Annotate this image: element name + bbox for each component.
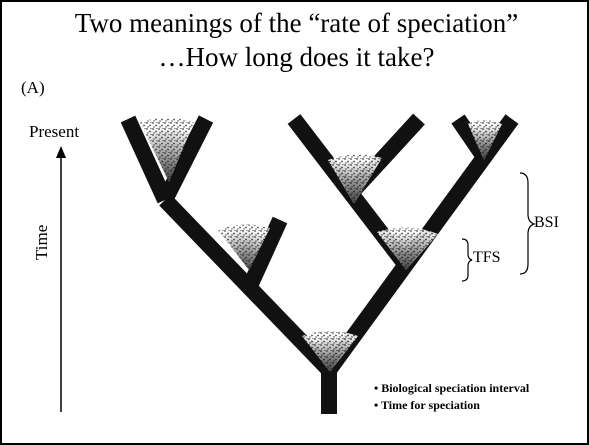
legend-item: • Biological speciation interval xyxy=(374,380,529,397)
tfs-brace xyxy=(462,239,472,281)
tree-branches xyxy=(128,119,512,414)
legend-item: • Time for speciation xyxy=(374,397,529,414)
bsi-brace xyxy=(520,173,534,274)
time-arrow xyxy=(56,146,66,412)
legend: • Biological speciation interval • Time … xyxy=(374,380,529,414)
